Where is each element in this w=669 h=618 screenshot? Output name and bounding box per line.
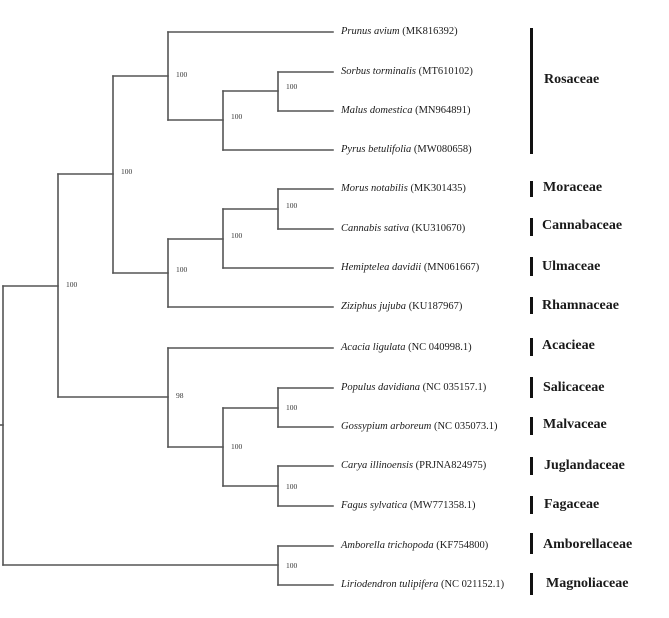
species-name: Amborella trichopoda [341,540,434,551]
species-name: Carya illinoensis [341,460,414,471]
tip-label: Prunus avium (MK816392) [341,26,458,38]
tip-label: Amborella trichopoda (KF754800) [341,540,488,552]
family-label: Rhamnaceae [542,298,619,313]
accession-id: (MW771358.1) [409,500,476,511]
species-name: Hemiptelea davidii [341,262,422,273]
accession-id: (NC 035157.1) [422,382,487,393]
tip-label: Cannabis sativa (KU310670) [341,223,465,235]
family-bracket [530,338,533,356]
accession-id: (MN061667) [423,262,480,273]
bootstrap-value: 100 [286,201,298,210]
accession-id: (KF754800) [436,540,489,551]
accession-id: (PRJNA824975) [415,460,487,471]
bootstrap-value: 100 [286,561,298,570]
accession-id: (KU187967) [408,301,463,312]
family-bracket [530,417,533,435]
accession-id: (NC 021152.1) [440,579,505,590]
species-name: Populus davidiana [341,382,421,393]
species-name: Acacia ligulata [341,342,406,353]
accession-id: (MT610102) [418,66,473,77]
tip-label: Liriodendron tulipifera (NC 021152.1) [341,579,504,591]
family-bracket [530,28,533,154]
tip-label: Malus domestica (MN964891) [341,105,471,117]
bootstrap-value: 100 [121,167,133,176]
bootstrap-value: 100 [231,231,243,240]
family-label: Acacieae [542,338,595,353]
family-bracket [530,377,533,398]
species-name: Sorbus torminalis [341,66,416,77]
family-bracket [530,457,533,475]
bootstrap-value: 100 [286,482,298,491]
species-name: Pyrus betulifolia [341,144,412,155]
bootstrap-value: 100 [176,70,188,79]
tip-label: Acacia ligulata (NC 040998.1) [341,342,472,354]
family-bracket [530,181,533,197]
species-name: Prunus avium [341,26,400,37]
species-name: Morus notabilis [341,183,408,194]
accession-id: (KU310670) [411,223,466,234]
family-label: Cannabaceae [542,218,623,233]
tip-label: Morus notabilis (MK301435) [341,183,466,195]
tip-label: Ziziphus jujuba (KU187967) [341,301,462,313]
bootstrap-value: 100 [176,265,188,274]
family-label: Salicaceae [543,380,605,395]
species-name: Liriodendron tulipifera [341,579,439,590]
family-label: Ulmaceae [542,259,601,274]
family-bracket [530,218,533,236]
tip-label: Carya illinoensis (PRJNA824975) [341,460,486,472]
family-bracket [530,257,533,276]
species-name: Gossypium arboreum [341,421,432,432]
family-label: Juglandaceae [544,458,625,473]
accession-id: (NC 035073.1) [433,421,498,432]
bootstrap-value: 100 [286,403,298,412]
tip-label: Hemiptelea davidii (MN061667) [341,262,479,274]
tip-label: Sorbus torminalis (MT610102) [341,66,473,78]
family-label: Malvaceae [543,417,607,432]
accession-id: (MN964891) [415,105,471,116]
family-label: Moraceae [543,180,603,195]
bootstrap-value: 100 [286,82,298,91]
tip-label: Fagus sylvatica (MW771358.1) [341,500,475,512]
bootstrap-value: 98 [176,391,184,400]
family-label: Fagaceae [544,497,600,512]
species-name: Cannabis sativa [341,223,409,234]
species-name: Malus domestica [341,105,413,116]
accession-id: (MK301435) [410,183,466,194]
accession-id: (MW080658) [413,144,472,155]
family-bracket [530,297,533,314]
tip-label: Pyrus betulifolia (MW080658) [341,144,472,156]
family-bracket [530,573,533,595]
bootstrap-value: 100 [231,112,243,121]
tip-label: Gossypium arboreum (NC 035073.1) [341,421,498,433]
tip-label: Populus davidiana (NC 035157.1) [341,382,486,394]
family-label: Magnoliaceae [546,576,629,591]
family-bracket [530,496,533,514]
family-label: Rosaceae [544,72,600,87]
family-label: Amborellaceae [543,537,633,552]
bootstrap-value: 100 [66,280,78,289]
accession-id: (MK816392) [402,26,458,37]
family-bracket [530,533,533,554]
species-name: Fagus sylvatica [341,500,408,511]
species-name: Ziziphus jujuba [341,301,407,312]
accession-id: (NC 040998.1) [408,342,472,353]
bootstrap-value: 100 [231,442,243,451]
